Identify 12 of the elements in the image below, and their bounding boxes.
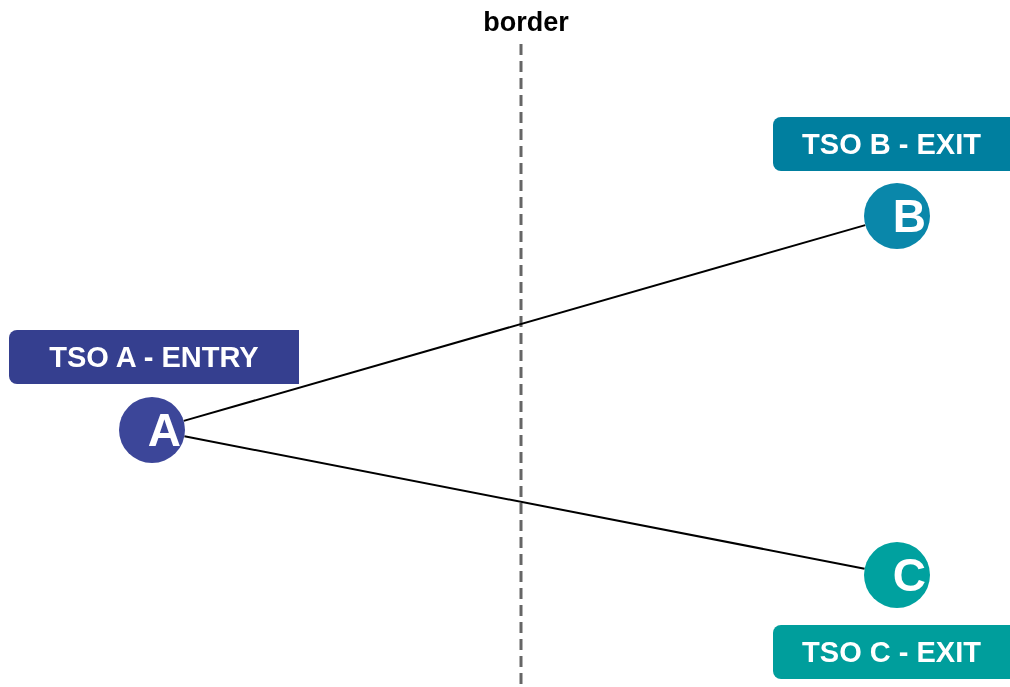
tag-text: TSO A - ENTRY	[49, 340, 259, 374]
label-tag	[773, 117, 1010, 171]
site-letter: B	[892, 189, 926, 243]
connector-line	[182, 224, 867, 422]
site-letter: A	[147, 403, 181, 457]
label-tag	[773, 625, 1010, 679]
tag-text: TSO B - EXIT	[802, 127, 981, 161]
border-label: border	[483, 6, 569, 38]
label-tag	[9, 330, 299, 384]
connector-line	[183, 435, 866, 570]
site-letter: C	[892, 548, 926, 602]
tag-text: TSO C - EXIT	[802, 635, 981, 669]
